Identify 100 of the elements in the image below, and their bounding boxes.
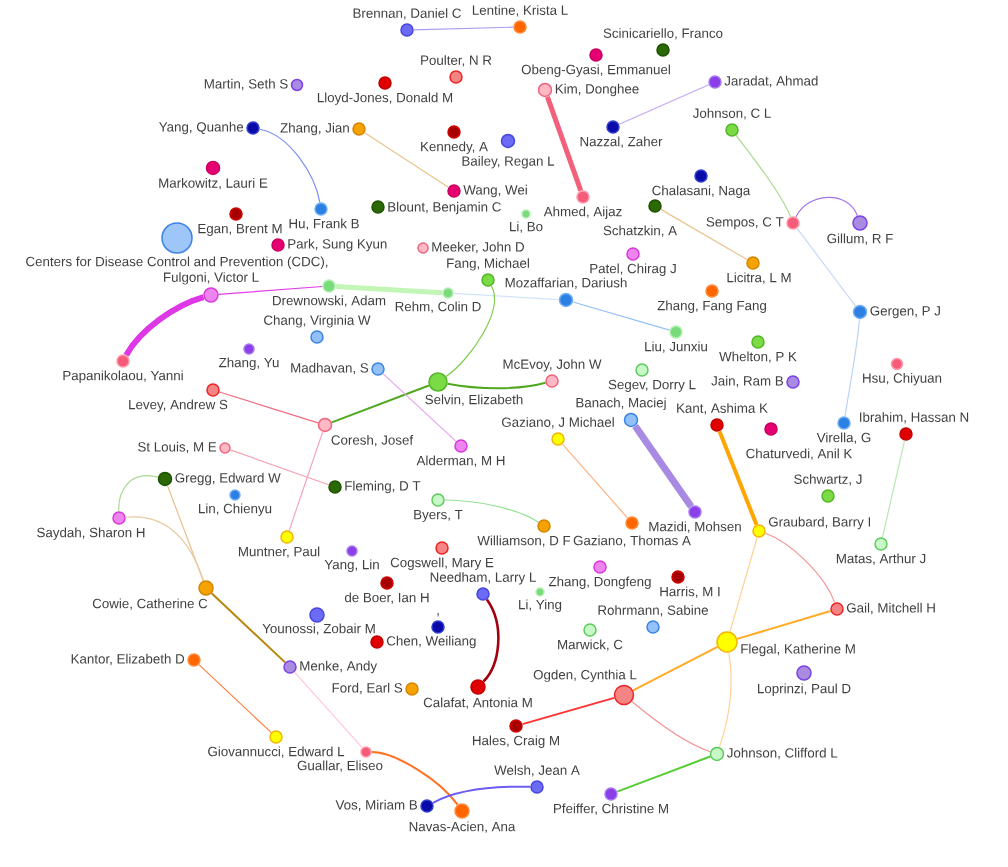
node-label: Li, Bo xyxy=(510,221,543,233)
node-label: Chen, Weiliang xyxy=(386,635,476,649)
node-label: Coresh, Josef xyxy=(331,434,414,447)
node-label: Chalasani, Naga xyxy=(652,185,751,198)
node-label: Blount, Benjamin C xyxy=(388,201,501,215)
node-label: Harris, M I xyxy=(660,586,720,598)
link-line xyxy=(370,751,459,806)
node-label: Jain, Ram B xyxy=(711,375,783,388)
link-line xyxy=(482,598,500,683)
node-label: Yang, Lin xyxy=(324,559,379,572)
node-label: Martin, Seth S xyxy=(204,78,288,91)
link-line xyxy=(125,516,205,582)
link-line xyxy=(795,196,858,218)
node-label: Chaturvedi, Anil K xyxy=(746,448,853,460)
link-line xyxy=(631,700,711,753)
link-line xyxy=(521,696,616,726)
node-label: Matas, Arthur J xyxy=(836,553,926,565)
link-line xyxy=(118,475,159,512)
node-label: Gillum, R F xyxy=(827,233,893,245)
node-label: Vos, Miriam B xyxy=(335,799,418,812)
node-label: Navas-Acien, Ana xyxy=(409,821,516,833)
node-label: Scinicariello, Franco xyxy=(603,28,723,40)
node-label: Alderman, M H xyxy=(416,455,505,467)
node-label: de Boer, Ian H xyxy=(344,592,429,604)
node-label: Madhavan, S xyxy=(291,362,369,375)
link-line xyxy=(210,592,287,664)
node-label: Zhang, Jian xyxy=(280,122,349,136)
node-label: Loprinzi, Paul D xyxy=(758,683,851,696)
node-label: Fulgoni, Victor L xyxy=(164,272,259,285)
node-label: Cogswell, Mary E xyxy=(390,557,494,570)
link-line xyxy=(616,755,712,793)
node-label: Li, Ying xyxy=(519,599,562,612)
link-line xyxy=(453,292,560,301)
node-label: Obeng-Gyasi, Emmanuel xyxy=(521,64,670,77)
node-label: Wang, Wei xyxy=(463,184,527,198)
node-label: , xyxy=(437,613,439,617)
node-label: Segev, Dorry L xyxy=(608,379,696,392)
node-label: Marwick, C xyxy=(558,639,623,651)
node-label: Gail, Mitchell H xyxy=(846,602,935,615)
link-line xyxy=(229,449,330,486)
node-label: Bailey, Regan L xyxy=(462,155,555,169)
node-label: Banach, Maciej xyxy=(576,397,666,411)
node-label: Johnson, Clifford L xyxy=(727,747,838,760)
node-label: Lin, Chienyu xyxy=(199,503,272,516)
node-label: Saydah, Sharon H xyxy=(37,527,145,540)
node-label: Nazzal, Zaher xyxy=(580,136,663,148)
node-label: Byers, T xyxy=(414,509,463,522)
node-label: Levey, Andrew S xyxy=(129,399,228,412)
node-label: Zhang, Yu xyxy=(219,357,279,370)
node-label: Lentine, Krista L xyxy=(472,5,568,17)
node-label: Hu, Frank B xyxy=(289,218,359,230)
node-label: Giovannucci, Edward L xyxy=(208,746,345,758)
link-line xyxy=(445,285,495,378)
node-label: Schwartz, J xyxy=(794,474,862,486)
node-label: Patel, Chirag J xyxy=(590,263,676,276)
node-label: Williamson, D F xyxy=(477,535,571,547)
link-line xyxy=(736,609,832,640)
node-label: Gaziano, J Michael xyxy=(502,417,614,429)
link-line xyxy=(198,664,272,733)
node-label: Whelton, P K xyxy=(719,351,797,363)
link-line xyxy=(796,227,857,307)
link-line xyxy=(561,443,629,519)
node-label: Ogden, Cynthia L xyxy=(533,669,637,683)
link-line xyxy=(123,294,205,357)
node-label: Mozaffarian, Dariush xyxy=(505,277,627,289)
node-label: Egan, Brent M xyxy=(198,223,282,236)
node-label: Poulter, N R xyxy=(421,55,492,67)
node-label: Kant, Ashima K xyxy=(677,403,768,415)
link-line xyxy=(632,645,719,692)
node-label: Centers for Disease Control and Prevention (CDC), xyxy=(26,256,328,269)
node-label: Fleming, D T xyxy=(345,480,421,494)
node-label: Rehm, Colin D xyxy=(395,301,481,313)
node-label: Calafat, Antonia M xyxy=(423,697,532,709)
link-line xyxy=(166,485,204,582)
node-label: Meeker, John D xyxy=(432,241,524,254)
link-line xyxy=(881,439,906,538)
link-line xyxy=(632,423,695,509)
node-label: Guallar, Eliseo xyxy=(297,760,383,772)
node-label: McEvoy, John W xyxy=(503,359,602,372)
node-label: Lloyd-Jones, Donald M xyxy=(317,92,453,105)
link-line xyxy=(764,532,836,604)
node-label: Johnson, C L xyxy=(692,108,771,120)
node-label: Needham, Larry L xyxy=(430,572,536,585)
node-label: Selvin, Elizabeth xyxy=(425,394,523,406)
node-label: Park, Sung Kyun xyxy=(288,238,387,252)
link-line xyxy=(413,26,514,31)
node-label: Welsh, Jean A xyxy=(494,765,580,777)
node-label: Cowie, Catherine C xyxy=(92,598,208,610)
node-label: Flegal, Katherine M xyxy=(741,643,855,657)
node-label: St Louis, M E xyxy=(138,441,217,454)
link-line xyxy=(330,384,430,424)
link-line xyxy=(288,431,324,532)
node-label: Markowitz, Lauri E xyxy=(159,177,268,190)
node-label: Virella, G xyxy=(816,432,871,444)
link-line xyxy=(259,128,321,203)
node-label: Jaradat, Ahmad xyxy=(724,75,818,88)
node-label: Hales, Craig M xyxy=(473,735,559,748)
node-label: Gergen, P J xyxy=(870,306,940,319)
node-label: Yang, Quanhe xyxy=(159,121,244,135)
node-label: Sempos, C T xyxy=(706,217,784,230)
